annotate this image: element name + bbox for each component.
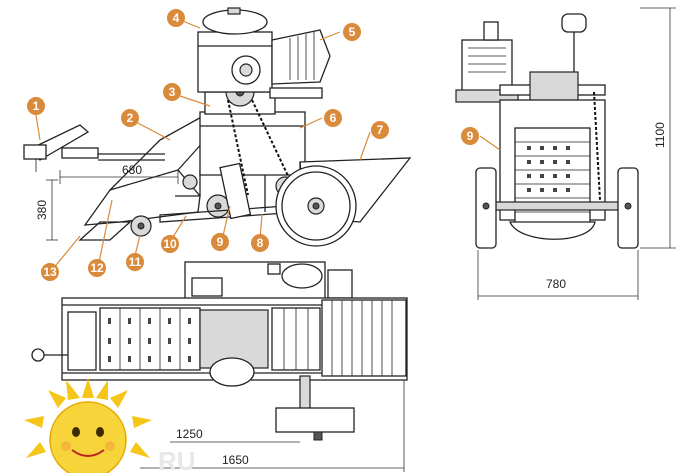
front-dimensions: 1100 780 xyxy=(477,7,676,300)
svg-text:13: 13 xyxy=(43,265,57,279)
svg-text:11: 11 xyxy=(129,255,142,269)
top-dimensions: 1250 1650 xyxy=(140,380,405,472)
share-trough xyxy=(78,114,206,241)
watermark-text: RU xyxy=(158,446,196,473)
callout-1: 1 xyxy=(27,97,45,115)
dim-side-height: 380 xyxy=(35,200,49,220)
callout-9: 9 xyxy=(211,233,229,251)
callout-5: 5 xyxy=(343,23,361,41)
dim-front-height: 1100 xyxy=(653,122,667,148)
svg-text:9: 9 xyxy=(217,235,224,249)
svg-text:4: 4 xyxy=(173,11,180,25)
svg-text:12: 12 xyxy=(90,261,104,275)
svg-text:5: 5 xyxy=(349,25,356,39)
top-wheel xyxy=(275,407,355,433)
front-engine xyxy=(461,39,513,93)
top-upper-parts xyxy=(184,261,353,301)
sun-logo: RU xyxy=(24,378,196,473)
svg-text:7: 7 xyxy=(377,123,384,137)
dim-top-length-b: 1650 xyxy=(222,453,249,467)
callout-leaders xyxy=(35,19,501,271)
hitch xyxy=(23,124,165,172)
callout-12: 12 xyxy=(88,259,106,277)
side-dimensions: 680 380 xyxy=(35,163,179,241)
callout-11: 11 xyxy=(126,253,144,271)
callout-8: 8 xyxy=(251,234,269,252)
side-wheel xyxy=(275,165,357,247)
callout-9-front: 9 xyxy=(461,127,479,145)
svg-text:1: 1 xyxy=(33,99,40,113)
svg-text:2: 2 xyxy=(127,111,134,125)
svg-text:3: 3 xyxy=(169,85,176,99)
top-view: 1250 1650 xyxy=(31,261,408,472)
front-view: 1100 780 xyxy=(455,7,676,300)
callout-10: 10 xyxy=(161,235,179,253)
svg-text:8: 8 xyxy=(257,236,264,250)
dim-top-length-a: 1250 xyxy=(176,427,203,441)
callout-4: 4 xyxy=(167,9,185,27)
front-fuel-tank xyxy=(561,13,587,33)
callout-7: 7 xyxy=(371,121,389,139)
svg-text:10: 10 xyxy=(163,237,177,251)
callout-3: 3 xyxy=(163,83,181,101)
engine xyxy=(197,7,331,99)
dim-front-width: 780 xyxy=(546,277,566,291)
callout-2: 2 xyxy=(121,109,139,127)
callout-6: 6 xyxy=(324,109,342,127)
callout-13: 13 xyxy=(41,263,59,281)
svg-text:9: 9 xyxy=(467,129,474,143)
svg-text:6: 6 xyxy=(330,111,337,125)
side-view: 680 380 xyxy=(23,7,412,247)
dim-side-length: 680 xyxy=(122,163,142,177)
